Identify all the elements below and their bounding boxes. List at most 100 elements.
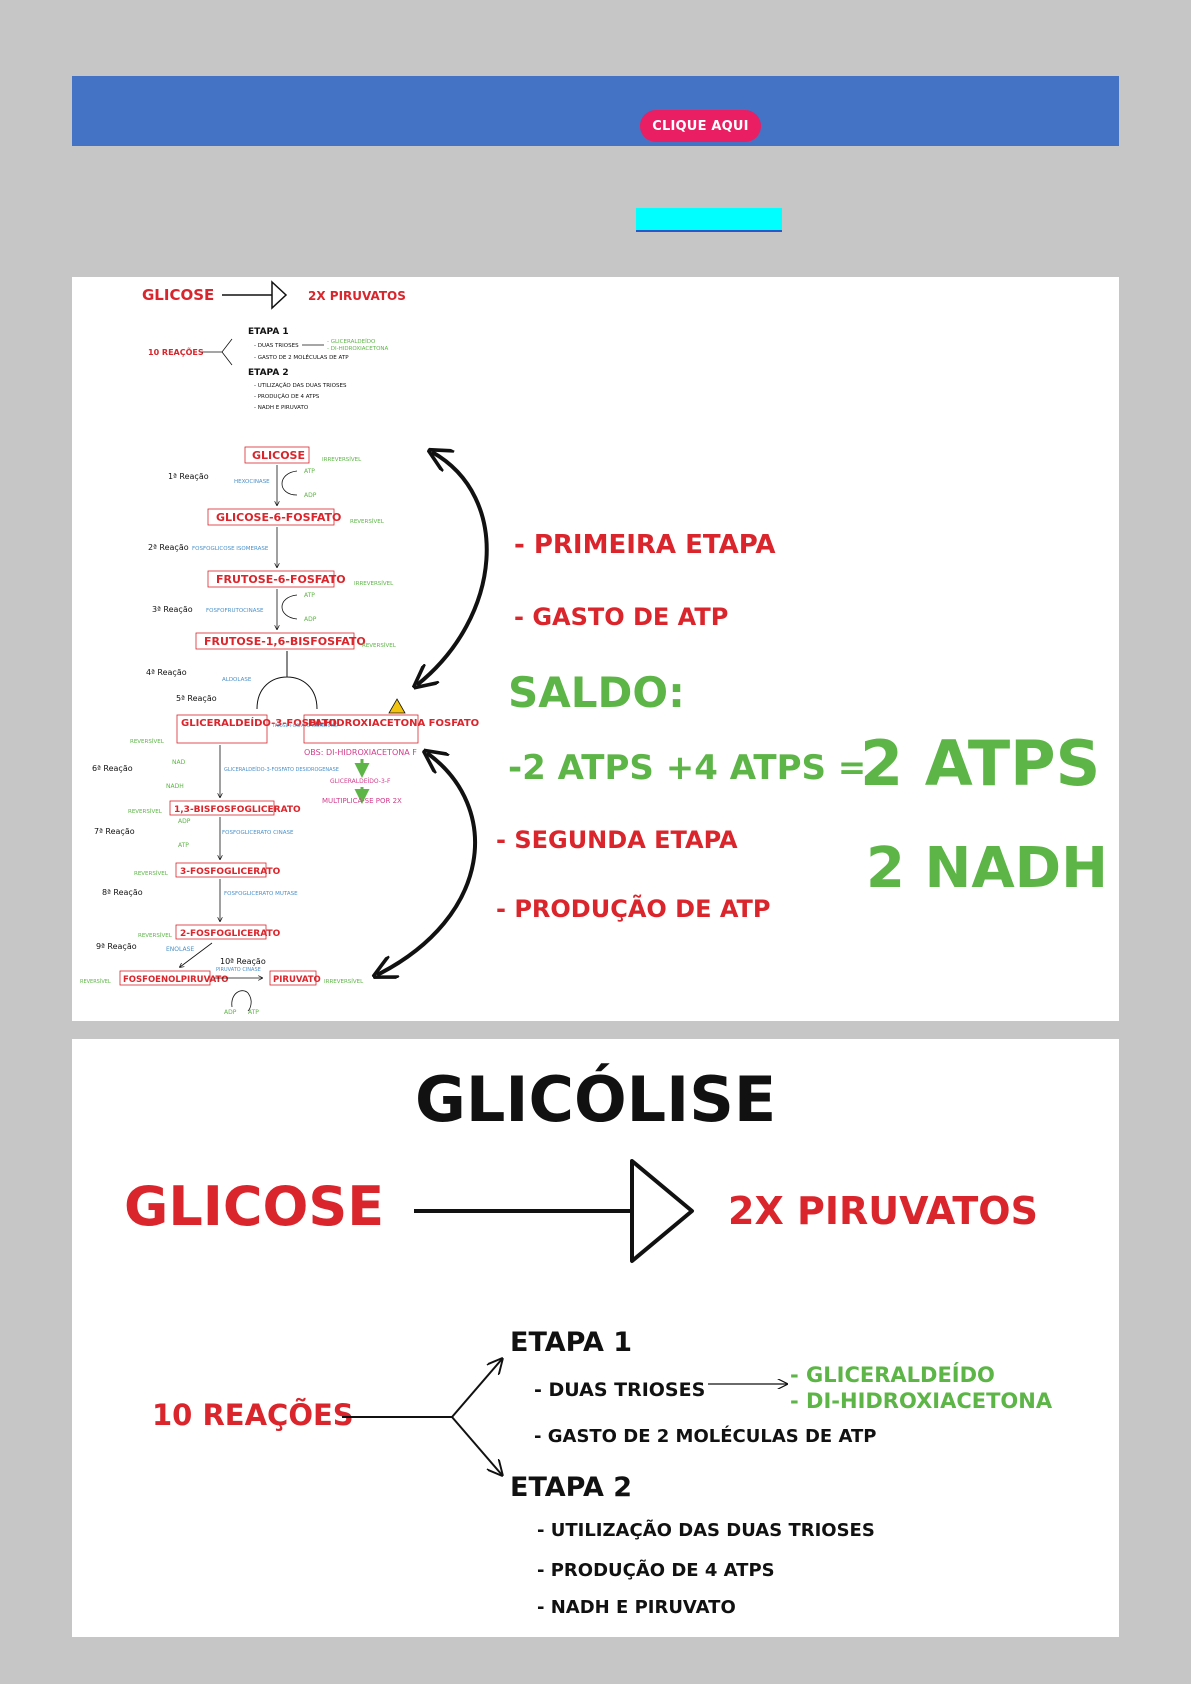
glycolysis-pathway-image: GLICOSE 2X PIRUVATOS ETAPA 1 - DUAS TRIO… [72, 277, 1119, 1021]
step5-reversivel: REVERSÍVEL [130, 738, 165, 745]
mini-gasto: - GASTO DE 2 MOLÉCULAS DE ATP [254, 353, 349, 361]
gasto-label: - GASTO DE 2 MOLÉCULAS DE ATP [534, 1425, 877, 1447]
box-piruvato [269, 970, 317, 986]
step-piruvato: PIRUVATO [273, 975, 321, 985]
reacoes-label: 10 REAÇÕES [152, 1398, 354, 1432]
step6-reversivel: REVERSÍVEL [128, 808, 163, 815]
step-glicose: GLICOSE [252, 449, 305, 462]
enzyme-8: FOSFOGLICERATO MUTASE [224, 891, 298, 897]
step3-atp-curve [281, 594, 298, 620]
reaction-7: 7ª Reação [94, 827, 135, 836]
box-pep [119, 970, 211, 986]
saldo-label: SALDO: [508, 668, 685, 717]
utilizacao-label: - UTILIZAÇÃO DAS DUAS TRIOSES [537, 1518, 875, 1541]
saldo-equation: -2 ATPS +4 ATPS = [508, 748, 866, 788]
reaction-2: 2ª Reação [148, 543, 189, 552]
enzyme-5: TRIOSE-FOSFATO ISOMERASE [271, 723, 338, 729]
step6-nad: NAD [172, 759, 186, 766]
step-dhap: DI-HIDROXIACETONA FOSFATO [308, 718, 479, 729]
box-2pg [175, 924, 267, 940]
mini-piruvatos: 2X PIRUVATOS [308, 289, 406, 303]
etapa1-label: ETAPA 1 [510, 1327, 632, 1358]
step7-atp: ATP [178, 842, 189, 849]
step4-reversivel: REVERSÍVEL [362, 642, 397, 649]
enzyme-2: FOSFOGLICOSE ISOMERASE [192, 546, 269, 552]
box-dhap [303, 714, 419, 744]
highlighted-link[interactable] [636, 208, 782, 232]
box-f6p [207, 570, 335, 588]
mini-overview: GLICOSE 2X PIRUVATOS ETAPA 1 - DUAS TRIO… [142, 280, 406, 411]
clique-aqui-button[interactable]: CLIQUE AQUI [640, 110, 761, 142]
enzyme-9: ENOLASE [166, 946, 194, 953]
box-f16bp [195, 632, 355, 650]
box-13bpg [169, 800, 275, 816]
enzyme-1: HEXOCINASE [234, 479, 270, 485]
segunda-etapa-label: - SEGUNDA ETAPA [496, 826, 738, 854]
mini-etapa1: ETAPA 1 [248, 327, 289, 337]
enzyme-10: PIRUVATO CINASE [216, 967, 261, 973]
mini-dihidroxiacetona: - DI-HIDROXIACETONA [327, 346, 389, 352]
step3-atp: ATP [304, 592, 315, 599]
enzyme-7: FOSFOGLICERATO CINASE [222, 830, 294, 836]
reaction-3: 3ª Reação [152, 605, 193, 614]
fork-down [451, 1416, 502, 1475]
producao-4-label: - PRODUÇÃO DE 4 ATPS [537, 1558, 775, 1581]
box-g6p [207, 508, 335, 526]
nadh-piruvato-label: - NADH E PIRUVATO [537, 1597, 736, 1618]
step10-adp: ADP [224, 1009, 237, 1016]
step1-atp-curve [281, 470, 298, 496]
enzyme-6: GLICERALDEÍDO-3-FOSFATO DESIDROGENASE [224, 766, 339, 773]
step10-irreversivel: IRREVERSÍVEL [324, 978, 364, 985]
mini-gliceraldeido: - GLICERALDEÍDO [327, 338, 376, 345]
main-arrow-head [630, 1159, 694, 1263]
dihidroxiacetona-label: - DI-HIDROXIACETONA [790, 1389, 1053, 1413]
step7-reversivel: REVERSÍVEL [134, 870, 169, 877]
total-atps: 2 ATPS [860, 727, 1100, 800]
warning-icon [388, 698, 406, 714]
reaction-1: 1ª Reação [168, 472, 209, 481]
mini-nadh: - NADH E PIRUVATO [254, 405, 309, 411]
producao-atp-label: - PRODUÇÃO DE ATP [496, 894, 771, 923]
pathway-steps: GLICOSE IRREVERSÍVEL 1ª Reação HEXOCINAS… [80, 446, 479, 1016]
step-g6p: GLICOSE-6-FOSFATO [216, 511, 341, 524]
step7-adp: ADP [178, 818, 191, 825]
step9-reversivel: REVERSÍVEL [80, 978, 111, 985]
step6-nadh: NADH [166, 783, 184, 790]
primeira-etapa-label: - PRIMEIRA ETAPA [514, 530, 776, 560]
step1-adp: ADP [304, 492, 317, 499]
box-glicose [244, 446, 310, 464]
gliceraldeido-label: - GLICERALDEÍDO [790, 1362, 995, 1387]
mini-etapa2: ETAPA 2 [248, 368, 289, 378]
box-3pg [175, 862, 267, 878]
obs-note: OBS: DI-HIDROXIACETONA F [304, 748, 417, 757]
top-banner [72, 76, 1119, 146]
mini-duas-trioses: - DUAS TRIOSES [254, 343, 299, 349]
reaction-10: 10ª Reação [220, 957, 266, 966]
mini-glicose: GLICOSE [142, 286, 214, 304]
step2-reversivel: REVERSÍVEL [350, 518, 385, 525]
step-f16bp: FRUTOSE-1,6-BISFOSFATO [204, 635, 366, 648]
step-13bpg: 1,3-BISFOSFOGLICERATO [174, 805, 301, 815]
piruvatos-label: 2X PIRUVATOS [728, 1189, 1038, 1233]
box-g3p [176, 714, 268, 744]
glycolysis-overview-image: GLICÓLISE GLICOSE 2X PIRUVATOS ETAPA 1 -… [72, 1039, 1119, 1637]
reaction-6: 6ª Reação [92, 764, 133, 773]
glicolise-title: GLICÓLISE [415, 1063, 776, 1136]
enzyme-3: FOSFOFRUTOCINASE [206, 608, 264, 614]
mini-producao: - PRODUÇÃO DE 4 ATPS [254, 393, 320, 400]
step10-atp: ATP [248, 1009, 259, 1016]
gasto-atp-label: - GASTO DE ATP [514, 603, 728, 631]
step1-irreversivel: IRREVERSÍVEL [322, 456, 362, 463]
step-3pg: 3-FOSFOGLICERATO [180, 867, 281, 877]
reaction-5: 5ª Reação [176, 694, 217, 703]
mini-utilizacao: - UTILIZAÇÃO DAS DUAS TRIOSES [254, 382, 347, 389]
step10-atp-curve [231, 990, 252, 1012]
step9-arrow [180, 942, 213, 967]
mini-arrow-head [271, 280, 288, 310]
reaction-8: 8ª Reação [102, 888, 143, 897]
step-f6p: FRUTOSE-6-FOSFATO [216, 573, 346, 586]
obs-g3p: GLICERALDEÍDO-3-F [330, 778, 391, 785]
step8-reversivel: REVERSÍVEL [138, 932, 173, 939]
fork-up [451, 1359, 502, 1418]
reaction-9: 9ª Reação [96, 942, 137, 951]
